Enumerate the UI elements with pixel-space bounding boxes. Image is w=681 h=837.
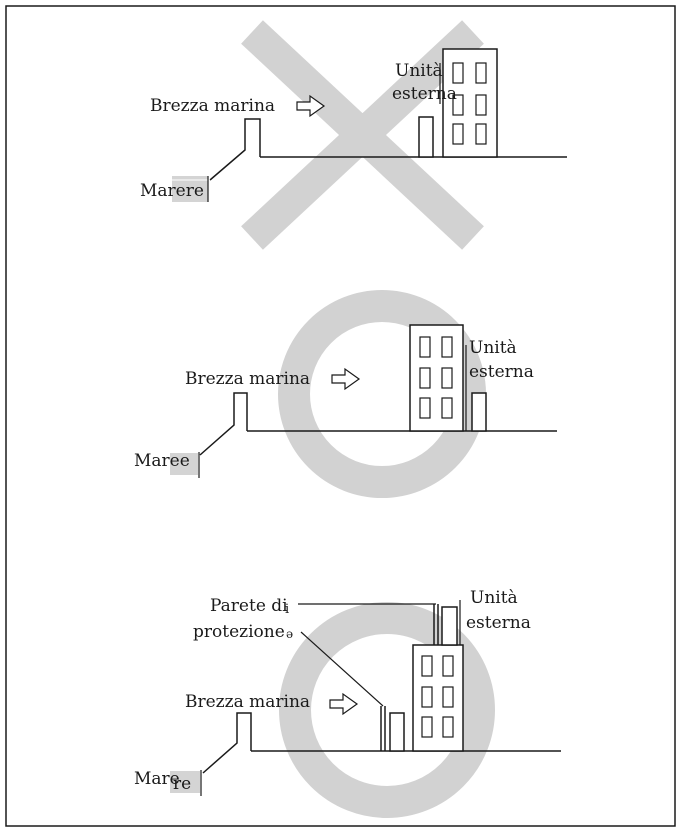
sea-shade (170, 771, 200, 793)
outdoor-unit (418, 116, 434, 158)
cross-icon (241, 20, 484, 250)
unit-label-line2: esterna (469, 362, 534, 382)
breeze-arrow-icon (296, 94, 326, 118)
shore-profile (202, 712, 252, 774)
unit-label-line1: Unità (470, 588, 518, 608)
sea-label: Marere (140, 181, 204, 201)
rooftop-unit (433, 600, 461, 646)
unit-label-line1: Unità (469, 338, 517, 358)
outer-frame (5, 5, 676, 827)
breeze-arrow-icon (331, 367, 361, 391)
sea-label: Mare (134, 769, 180, 789)
outdoor-unit-ground (389, 712, 405, 752)
sea-label: Maree (134, 451, 190, 471)
shore-profile (199, 392, 248, 456)
unit-label-line1: Unità (395, 61, 443, 81)
wall-label-leader-2 (300, 631, 384, 707)
wall-label-line2: protezione (193, 622, 285, 642)
breeze-label: Brezza marina (185, 369, 310, 389)
unit-label-line2: esterna (392, 84, 457, 104)
unit-label-line2: esterna (466, 613, 531, 633)
sea-shade (170, 453, 198, 475)
panel-correct-sheltered: Brezza marina Unità esterna Maree (134, 290, 557, 498)
breeze-arrow-icon (329, 692, 359, 716)
shore-profile (209, 118, 261, 181)
breeze-label: Brezza marina (185, 692, 310, 712)
panel-incorrect: Brezza marina Unità esterna Marere (139, 20, 567, 250)
sea-label-suffix: re (173, 774, 191, 794)
wall-label-line1: Parete di (210, 596, 288, 616)
circle-ok-icon (279, 602, 495, 818)
wall-label-line1-suffix: i (285, 602, 289, 617)
wall-label-line2-suffix: ə (286, 627, 293, 641)
outdoor-unit (471, 392, 487, 432)
circle-ok-icon (278, 290, 486, 498)
building (412, 644, 464, 752)
breeze-label: Brezza marina (150, 96, 275, 116)
building (442, 48, 498, 158)
building (409, 324, 464, 432)
protective-wall (380, 706, 386, 751)
panel-correct-wall: Parete di i protezione ə Unità esterna B… (134, 588, 561, 818)
